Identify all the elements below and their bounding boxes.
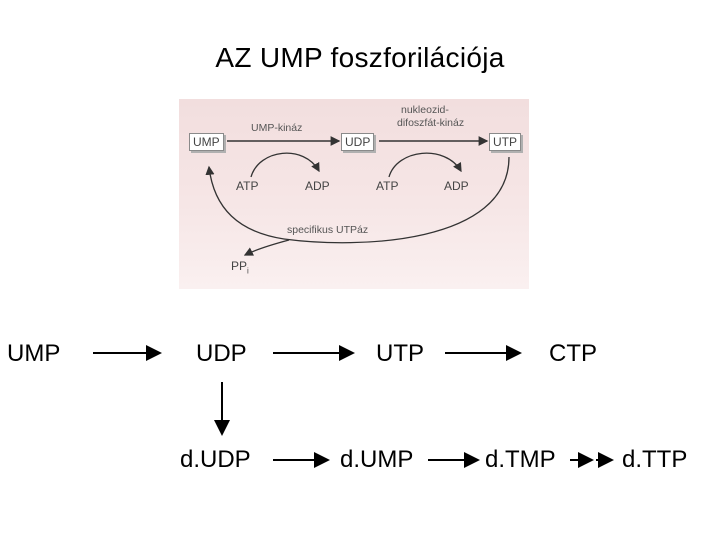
fig-adp-1: ADP (305, 179, 330, 193)
ump-phosphorylation-figure: UMP UDP UTP ATP ADP ATP ADP UMP-kináz nu… (179, 99, 529, 289)
fig-atp-2: ATP (376, 179, 399, 193)
fig-udp-node: UDP (341, 133, 375, 151)
fig-ump-node: UMP (189, 133, 224, 151)
label-udp: UDP (196, 340, 247, 367)
enzyme-specific-utpase: specifikus UTPáz (287, 224, 369, 236)
atp-adp-curve-2 (388, 152, 462, 178)
page-title: AZ UMP foszforilációja (215, 42, 505, 73)
fig-ppi: PPi (231, 259, 249, 278)
atp-adp-curve-1 (250, 152, 320, 178)
label-dump: d.UMP (340, 446, 414, 473)
label-dttp: d.TTP (622, 446, 688, 473)
enzyme-ndp-kinase-line2: difoszfát-kináz (397, 117, 465, 129)
fig-atp-1: ATP (236, 179, 259, 193)
ppi-label: PP (231, 259, 248, 273)
ppi-subscript: i (247, 266, 249, 276)
label-utp: UTP (376, 340, 424, 367)
fig-adp-2: ADP (444, 179, 469, 193)
label-dtmp: d.TMP (485, 446, 556, 473)
ppi-branch-arrow (243, 239, 290, 256)
label-dudp: d.UDP (180, 446, 251, 473)
utp-to-ump-curve (205, 156, 510, 244)
enzyme-ndp-kinase-line1: nukleozid- (401, 104, 449, 116)
figure-arrows (205, 136, 510, 256)
enzyme-ump-kinase: UMP-kináz (251, 122, 303, 134)
label-ump: UMP (7, 340, 61, 367)
fig-utp-node: UTP (489, 133, 521, 151)
label-ctp: CTP (549, 340, 597, 367)
